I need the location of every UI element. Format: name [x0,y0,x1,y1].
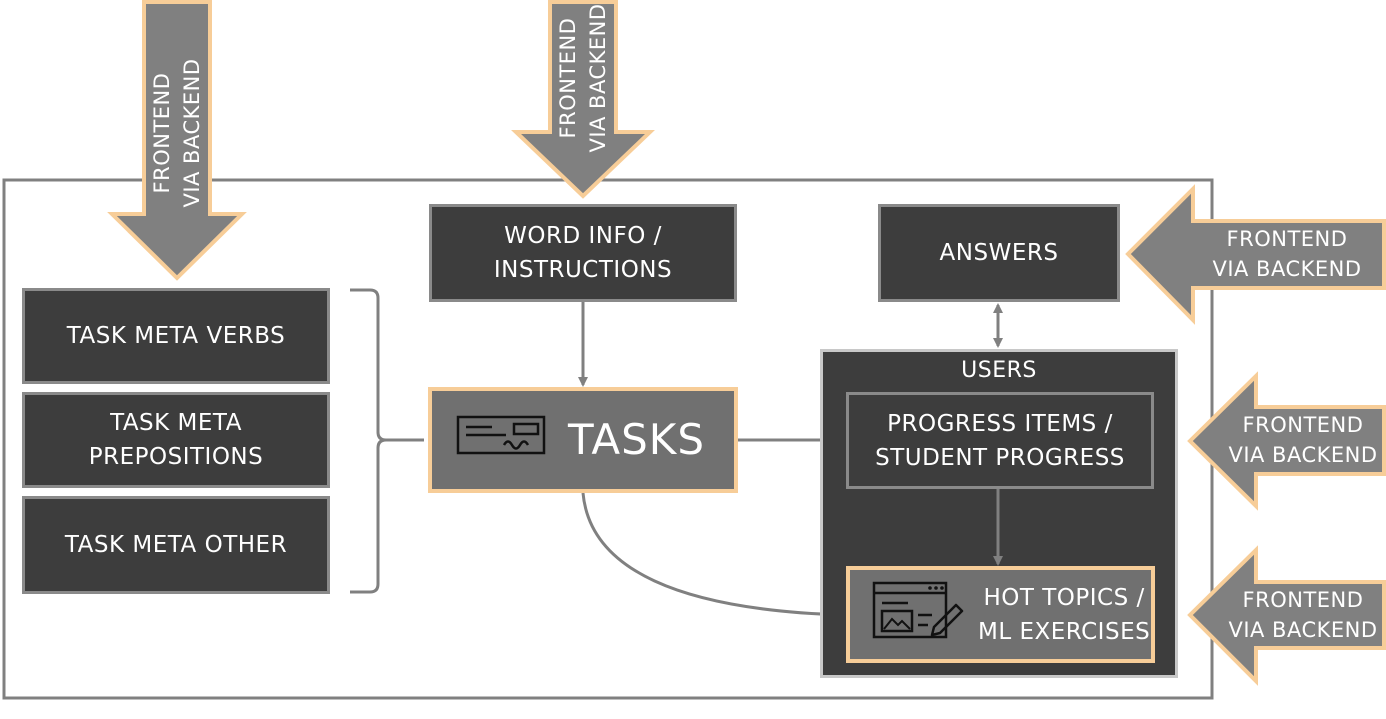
progress-items-box: PROGRESS ITEMS / STUDENT PROGRESS [846,392,1154,489]
arrow-right-hot-line2: VIA BACKEND [1228,618,1378,642]
arrow-right-progress-line1: FRONTEND [1242,413,1364,437]
arrow-right-answers-line1: FRONTEND [1226,227,1348,251]
progress-line2: STUDENT PROGRESS [875,444,1125,471]
task-meta-verbs-box: TASK META VERBS [22,288,330,384]
arrow-right-hot [1187,545,1386,686]
connector-tasks-hottopics [581,492,846,620]
progress-line1: PROGRESS ITEMS / [887,410,1113,437]
arrow-right-hot-label: FRONTEND VIA BACKEND [1222,585,1384,645]
word-info-box: WORD INFO / INSTRUCTIONS [429,204,737,302]
arrow-right-progress [1187,371,1386,511]
word-info-line1: WORD INFO / [504,223,662,249]
task-meta-other-box: TASK META OTHER [22,496,330,594]
hot-topics-text: HOT TOPICS / ML EXERCISES [978,581,1150,649]
arrow-top-left [107,0,247,281]
task-meta-prepositions-line1: TASK META [110,410,242,436]
arrow-top-mid-label: FRONTEND VIA BACKEND [553,0,613,178]
arrow-top-mid [511,0,655,199]
hot-topics-line1: HOT TOPICS / [983,584,1145,611]
arrow-top-left-line1: FRONTEND [150,72,174,194]
hot-topics-line2: ML EXERCISES [978,618,1151,645]
task-meta-other-label: TASK META OTHER [64,532,288,558]
tasks-box: TASKS [428,387,738,493]
arrow-top-left-line2: VIA BACKEND [180,58,204,208]
arrow-right-progress-line2: VIA BACKEND [1228,443,1378,467]
task-meta-prepositions-box: TASK META PREPOSITIONS [22,392,330,488]
task-meta-bracket [350,288,424,594]
arrow-right-answers-line2: VIA BACKEND [1212,257,1362,281]
web-exercise-icon [872,581,964,649]
arrow-right-answers [1125,184,1386,325]
tasks-label: TASKS [568,415,705,464]
answers-label: ANSWERS [939,240,1059,266]
users-label: USERS [961,358,1037,383]
task-meta-verbs-label: TASK META VERBS [66,323,286,349]
word-info-line2: INSTRUCTIONS [493,257,673,283]
hot-topics-box: HOT TOPICS / ML EXERCISES [846,566,1155,663]
task-meta-prepositions-line2: PREPOSITIONS [88,444,264,470]
arrow-top-mid-line2: VIA BACKEND [586,3,610,153]
arrow-right-progress-label: FRONTEND VIA BACKEND [1222,410,1384,470]
check-icon [456,415,546,465]
arrow-right-answers-label: FRONTEND VIA BACKEND [1192,224,1382,284]
arrow-top-mid-line1: FRONTEND [556,17,580,139]
arrow-right-hot-line1: FRONTEND [1242,588,1364,612]
arrow-top-left-label: FRONTEND VIA BACKEND [147,33,207,233]
answers-box: ANSWERS [878,204,1120,302]
